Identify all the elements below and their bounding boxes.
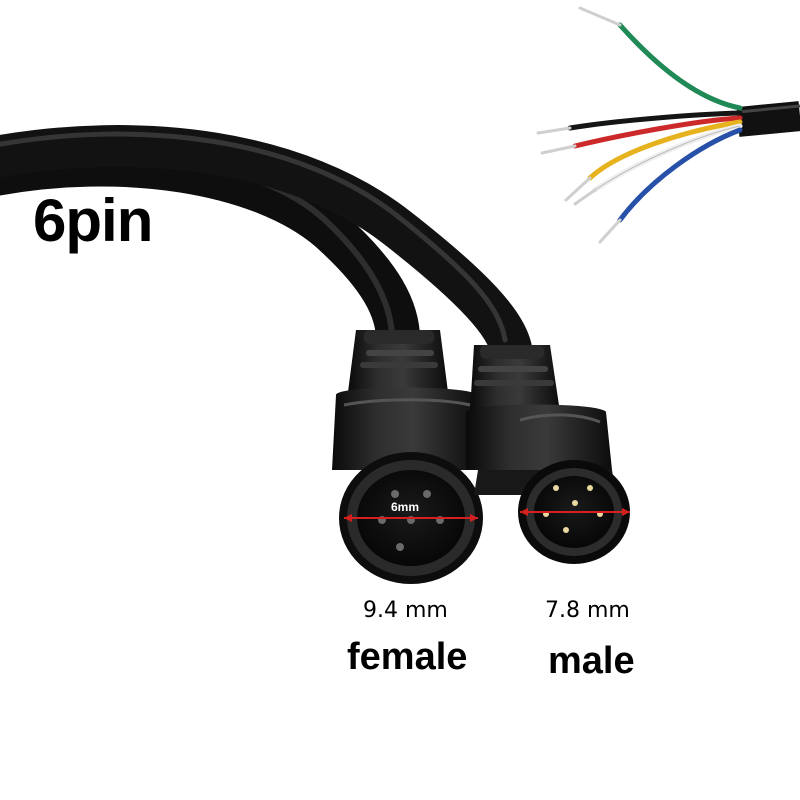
inner-diameter-label: 6mm [391,500,420,514]
female-label: female [347,636,468,678]
male-label: male [548,640,635,682]
male-dimension-marker [520,508,630,516]
male-connector [466,345,630,564]
female-dimension-marker [344,514,478,522]
pin-count-title: 6pin [33,187,153,254]
female-connector [332,330,483,584]
male-diameter-label: 7.8 mm [545,598,630,623]
cable-male [0,125,533,376]
wire-ends-inset [536,6,800,244]
female-diameter-label: 9.4 mm [363,598,448,623]
